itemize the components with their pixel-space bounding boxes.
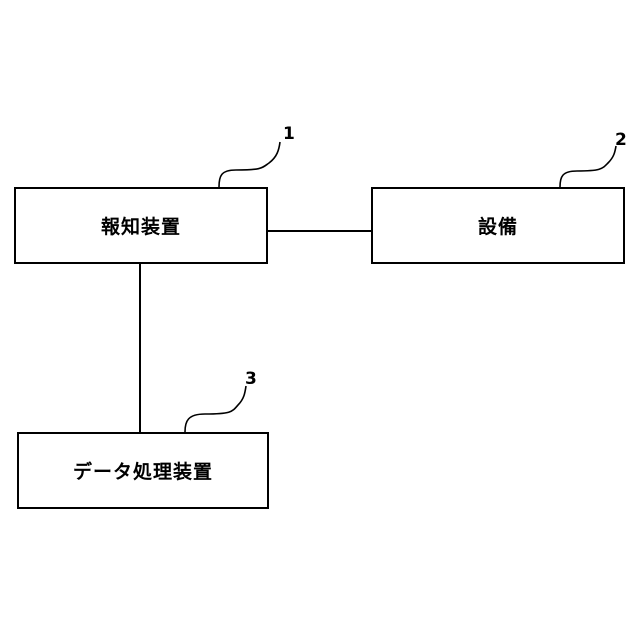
leader-line-1: [219, 142, 280, 187]
reference-numeral-3: 3: [245, 371, 257, 388]
leader-line-3: [185, 386, 246, 432]
data-processing-device-box: データ処理装置: [17, 432, 269, 509]
notify-device-label: 報知装置: [101, 212, 181, 239]
data-processing-device-label: データ処理装置: [73, 457, 213, 484]
reference-numeral-1: 1: [283, 126, 295, 143]
equipment-box: 設備: [371, 187, 625, 264]
leader-line-2: [560, 146, 616, 187]
notify-device-box: 報知装置: [14, 187, 268, 264]
reference-numeral-2: 2: [615, 132, 627, 149]
equipment-label: 設備: [478, 212, 518, 239]
